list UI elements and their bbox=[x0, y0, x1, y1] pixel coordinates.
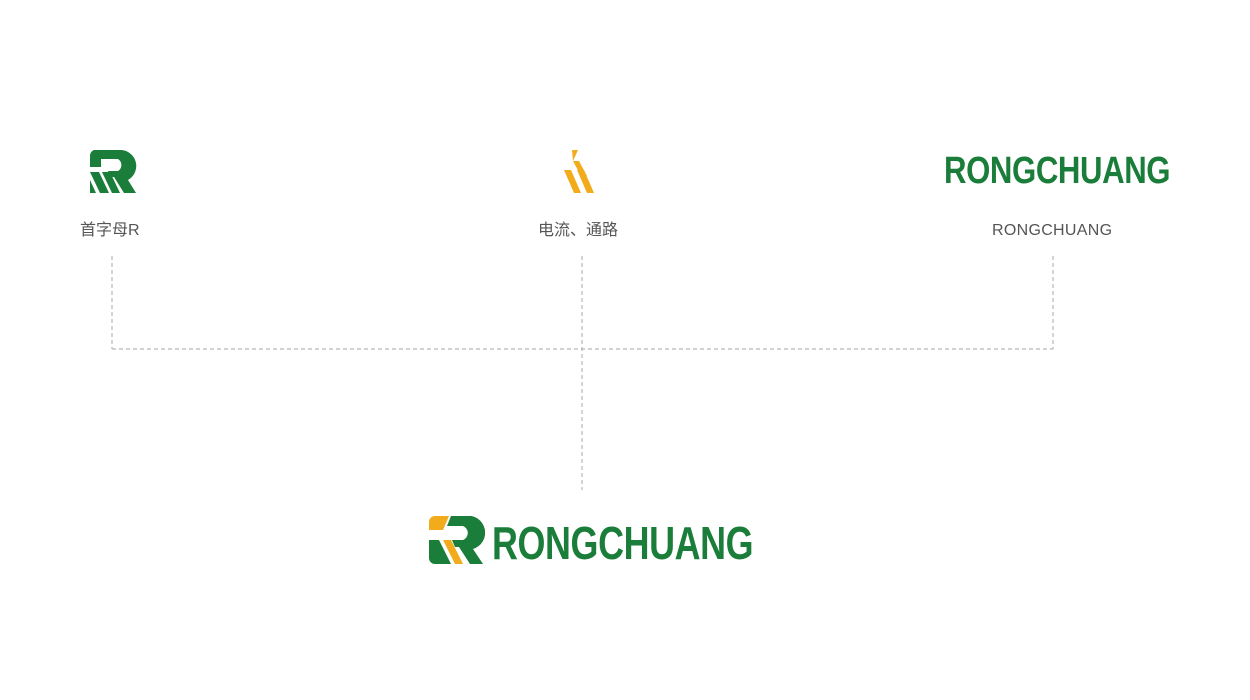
label-rongchuang: RONGCHUANG bbox=[992, 222, 1113, 239]
lightning-icon bbox=[564, 150, 594, 193]
logo-wordmark-rongchuang: RONGCHUANG bbox=[492, 517, 754, 569]
rongchuang-logo-icon bbox=[429, 516, 485, 564]
wordmark-rongchuang: RONGCHUANG bbox=[944, 150, 1171, 192]
label-current-path: 电流、通路 bbox=[538, 222, 619, 239]
r-letter-icon bbox=[89, 150, 137, 193]
label-letter-r: 首字母R bbox=[80, 222, 140, 239]
